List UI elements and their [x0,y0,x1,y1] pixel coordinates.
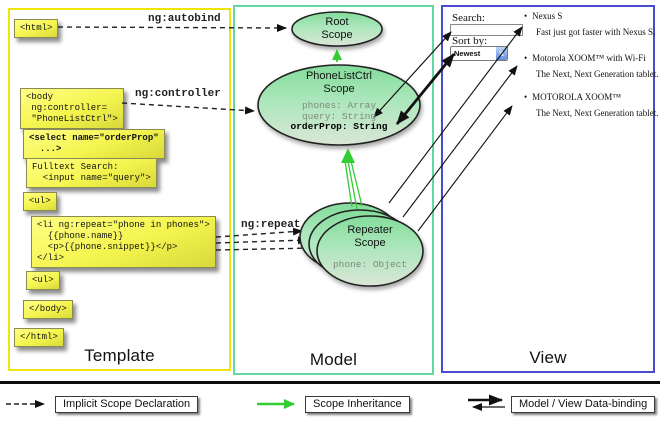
repeater-scope-title: Repeater Scope [347,224,393,249]
template-panel-label: Template [84,346,155,365]
phone-item-title: Motorola XOOM™ with Wi-Fi [532,53,646,63]
legend-implicit-scope: Implicit Scope Declaration [55,396,199,413]
phone-list-item: • Nexus S Fast just got faster with Nexus… [524,11,656,37]
phone-item-title: MOTOROLA XOOM™ [532,92,622,102]
phonelistctrl-title: PhoneListCtrl Scope [305,70,373,95]
select-stepper-icon[interactable]: ⇅ [496,47,507,60]
phonelistctrl-orderprop: orderProp: String [290,121,388,132]
label-ng-repeat: ng:repeat [241,219,301,231]
label-ng-controller: ng:controller [135,88,221,100]
bullet-icon: • [524,92,528,102]
code-ul-open: <ul> [23,192,57,211]
search-label: Search: [452,12,485,24]
phone-list-item: • Motorola XOOM™ with Wi-Fi The Next, Nex… [524,53,659,79]
sort-select[interactable]: Newest ⇅ [450,46,508,61]
code-select: <select name="orderProp" ...> [23,129,165,159]
legend-divider [0,381,660,384]
code-html-close: </html> [14,328,64,347]
bullet-icon: • [524,11,528,21]
phone-list-item: • MOTOROLA XOOM™ The Next, Next Generatio… [524,92,659,118]
phonelistctrl-props: phones: Array query: String [301,100,377,122]
code-html-open: <html> [14,19,59,38]
model-panel: Model [233,5,434,375]
code-fulltext-search: Fulltext Search: <input name="query"> [26,158,157,188]
model-panel-label: Model [309,350,358,369]
code-body-open: <body ng:controller= "PhoneListCtrl"> [20,88,124,129]
code-li-repeat: <li ng:repeat="phone in phones"> {{phone… [31,216,216,268]
phone-item-desc: Fast just got faster with Nexus S. [536,27,656,37]
root-scope-title: Root Scope [321,16,353,41]
repeater-scope-props: phone: Object [332,259,408,270]
code-ul-close: <ul> [26,271,60,290]
code-body-close: </body> [23,300,73,319]
phone-item-title: Nexus S [532,11,563,21]
view-panel-label: View [529,348,567,367]
legend-data-binding: Model / View Data-binding [511,396,656,413]
legend-scope-inheritance: Scope Inheritance [305,396,410,413]
label-ng-autobind: ng:autobind [148,13,221,25]
bullet-icon: • [524,53,528,63]
phone-item-desc: The Next, Next Generation tablet. [536,69,659,79]
phone-item-desc: The Next, Next Generation tablet. [536,108,659,118]
sort-select-value: Newest [454,49,481,58]
